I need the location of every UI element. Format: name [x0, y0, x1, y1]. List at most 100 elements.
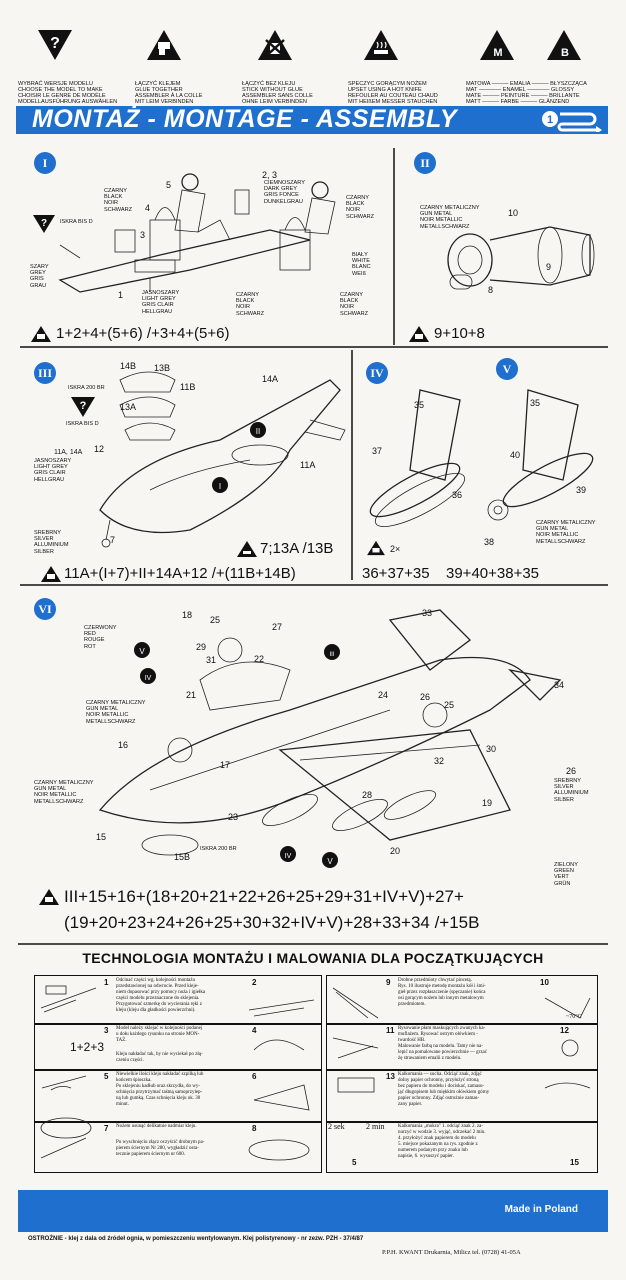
- svg-text:?: ?: [50, 35, 60, 52]
- step-1-number: 1: [104, 978, 109, 987]
- label-gun-metal: CZARNY METALICZNY GUN METAL NOIR METALLI…: [420, 205, 480, 230]
- part-37: 37: [372, 446, 383, 456]
- glue-icon: [31, 326, 51, 342]
- svg-text:?: ?: [41, 218, 47, 229]
- part-10: 10: [508, 208, 519, 218]
- part-6: 5: [166, 180, 172, 190]
- section-3-formula-2: 7;13A /13B: [260, 540, 334, 557]
- section-1-cockpit-drawing: [58, 173, 336, 293]
- footer-bar: Made in Poland: [18, 1190, 608, 1232]
- section-4-tank-drawing: [369, 389, 466, 527]
- svg-text:V: V: [327, 857, 333, 866]
- step-box-1: [34, 975, 322, 1025]
- label-gun-metal: CZARNY METALICZNY GUN METAL NOIR METALLI…: [536, 520, 596, 545]
- step-5-number: 5: [104, 1072, 109, 1081]
- section-3-fuselage-drawing: I II: [99, 371, 346, 548]
- section-6-formula-1: III+15+16+(18+20+21+22+26+25+29+31+IV+V)…: [64, 887, 464, 906]
- step-8-number: 8: [252, 1124, 257, 1133]
- page-turn-icon: 1: [542, 111, 602, 132]
- step-13-number: 13: [386, 1072, 395, 1081]
- part-26: 26: [420, 692, 431, 702]
- step-1-text: Odcinać części wg. kolejności montażu pr…: [116, 978, 206, 1013]
- label-silver: SREBRNY SILVER ALLUMINIUM SILBER: [34, 530, 69, 555]
- quantity-2x: 2×: [390, 544, 401, 554]
- step-12-number: 12: [560, 1026, 569, 1035]
- svg-text:B: B: [561, 47, 569, 59]
- paint-gloss-icon: B: [547, 30, 581, 60]
- section-4-formula: 36+37+35: [362, 565, 430, 582]
- label-green: ZIELONY GREEN VERT GRÜN: [554, 862, 578, 887]
- label-light-grey: JASNOSZARY LIGHT GREY GRIS CLAIR HELLGRA…: [34, 458, 72, 483]
- step-3-number: 3: [104, 1026, 109, 1035]
- part-25: 25: [210, 615, 221, 625]
- label-iskra-bis-d: ISKRA BIS D: [66, 421, 99, 427]
- section-2-formula: 9+10+8: [434, 325, 485, 342]
- assembly-banner: MONTAŻ - MONTAGE - ASSEMBLY 1: [16, 105, 608, 134]
- step-6-number: 6: [252, 1072, 257, 1081]
- label-iskra-bis-d: ISKRA BIS D: [60, 219, 93, 225]
- step-7-text-2: Po wyschnięciu złącz oczyścić drobnym pa…: [116, 1140, 205, 1157]
- label-black: CZARNY BLACK NOIR SCHWARZ: [104, 188, 133, 213]
- printer-info: P.P.H. KWANT Drukarnia, Milicz tel. (072…: [382, 1249, 521, 1256]
- tools-illustrations-right-col: [332, 987, 379, 1093]
- part-36: 36: [452, 490, 463, 500]
- label-grey: SZARY GREY GRIS GRAU: [30, 264, 49, 289]
- part-38: 38: [484, 537, 495, 547]
- label-black-4: CZARNY BLACK NOIR SCHWARZ: [340, 292, 369, 317]
- label-iskra-200: ISKRA 200 BR: [68, 385, 105, 391]
- section-2-engine-drawing: [447, 226, 595, 290]
- part-11a: 11A: [300, 460, 316, 470]
- glue-icon: [367, 540, 385, 556]
- section-6-aircraft-drawing: V IV III IV V: [98, 609, 562, 868]
- part-15b: 15B: [174, 852, 191, 862]
- step-box-13: [326, 1069, 598, 1123]
- svg-text:V: V: [139, 647, 145, 656]
- tools-illustrations: [40, 985, 97, 1159]
- banner-title: MONTAŻ - MONTAGE - ASSEMBLY: [32, 105, 458, 133]
- step-5-text: Niewielkie ilości kleju nakładać szpilką…: [116, 1072, 204, 1107]
- step-box-7: [34, 1121, 322, 1173]
- step-15-number: 15: [570, 1158, 579, 1167]
- part-28: 28: [362, 790, 373, 800]
- part-8: 8: [488, 285, 494, 295]
- svg-text:I: I: [219, 482, 221, 491]
- section-2-number: II: [414, 152, 436, 174]
- part-4: 4: [145, 203, 151, 213]
- part-24: 24: [378, 690, 389, 700]
- divider-technology: [18, 943, 608, 945]
- section-3-number: III: [34, 362, 56, 384]
- step-11-number: 11: [386, 1026, 395, 1035]
- section-6-number: VI: [34, 598, 56, 620]
- step-13-text: Kalkomania — sucha. Odciąć znak, zdjąć d…: [398, 1072, 490, 1107]
- part-39: 39: [576, 485, 587, 495]
- part-13b: 13B: [154, 363, 171, 373]
- step-box-3: [34, 1023, 322, 1071]
- label-light-grey: JASNOSZARY LIGHT GREY GRIS CLAIR HELLGRA…: [142, 290, 180, 315]
- step-10-number: 10: [540, 978, 549, 987]
- part-25b: 25: [444, 700, 455, 710]
- section-4-number: IV: [366, 362, 388, 384]
- tools-illustrations-far-right: [544, 997, 591, 1089]
- section-1-formula: 1+2+4+(5+6) /+3+4+(5+6): [56, 325, 230, 342]
- step-4-number: 4: [252, 1026, 257, 1035]
- hot-knife-icon: [364, 30, 398, 60]
- no-glue-icon: [258, 30, 292, 60]
- step-9-number: 9: [386, 978, 391, 987]
- parts-11a-14a: 11A, 14A: [54, 449, 83, 456]
- svg-text:III: III: [329, 652, 334, 658]
- step-box-9: [326, 975, 598, 1025]
- part-21: 21: [186, 690, 197, 700]
- paint-matt-icon: M: [480, 30, 514, 60]
- choose-model-icon: ?: [71, 397, 95, 417]
- hot-knife-icon: [237, 541, 257, 557]
- part-29: 29: [196, 642, 207, 652]
- step-7-text: Nożem usunąć delikatnie nadmiar kleju.: [116, 1124, 197, 1129]
- part-7: 7: [110, 535, 116, 545]
- svg-text:II: II: [256, 427, 260, 436]
- section-1-number: I: [34, 152, 56, 174]
- section-5-tank-drawing: [487, 389, 594, 521]
